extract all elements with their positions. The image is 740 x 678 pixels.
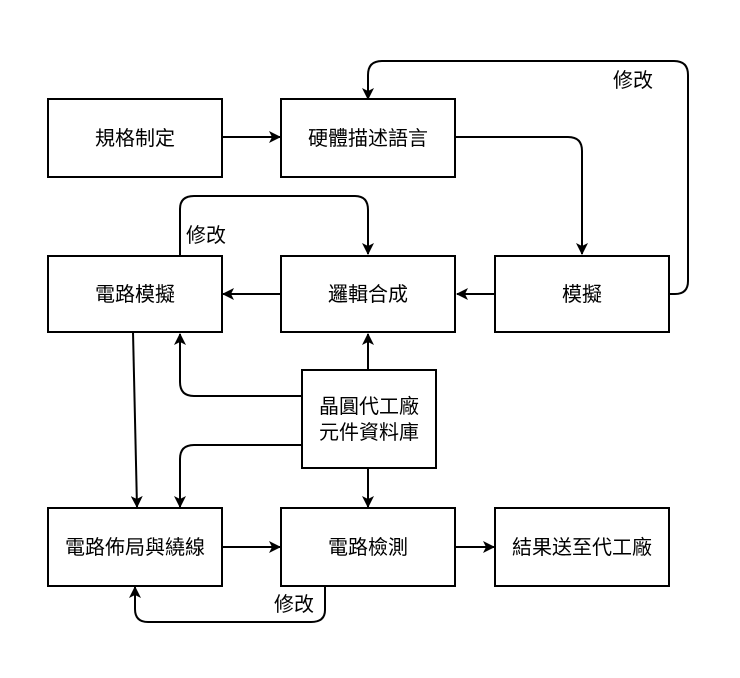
node-circuit-sim: 電路模擬 [47,255,223,333]
arrow-verify-modify-loop [129,586,326,623]
node-verify: 電路檢測 [280,507,456,587]
edge-label-modify-top: 修改 [613,68,653,92]
node-verify-label: 電路檢測 [328,535,408,559]
node-synthesis: 邏輯合成 [280,255,456,333]
arrow-simulation-modify-loop [362,60,689,295]
node-tapeout-label: 結果送至代工廠 [512,535,652,559]
node-foundry-library-line1: 晶圓代工廠 [319,394,419,418]
arrow-library-to-layout [174,444,301,508]
arrow-library-to-circuit-sim [174,333,301,397]
node-layout-label: 電路佈局與繞線 [65,535,205,559]
edge-label-modify-bottom: 修改 [274,592,314,616]
node-spec: 規格制定 [47,98,223,178]
edge-label-modify-middle: 修改 [186,223,226,247]
node-tapeout: 結果送至代工廠 [494,507,670,587]
node-synthesis-label: 邏輯合成 [328,282,408,306]
node-hdl-label: 硬體描述語言 [308,126,428,150]
arrow-hdl-to-simulation [455,136,588,255]
arrow-circuit-sim-modify-loop [179,195,374,255]
node-simulation-label: 模擬 [562,282,602,306]
node-circuit-sim-label: 電路模擬 [95,282,175,306]
node-layout: 電路佈局與繞線 [47,507,223,587]
node-foundry-library: 晶圓代工廠 元件資料庫 [301,369,437,469]
node-hdl: 硬體描述語言 [280,98,456,178]
node-foundry-library-line2: 元件資料庫 [319,420,419,444]
node-spec-label: 規格制定 [95,126,175,150]
node-simulation: 模擬 [494,255,670,333]
arrow-circuit-sim-to-layout [130,331,143,508]
